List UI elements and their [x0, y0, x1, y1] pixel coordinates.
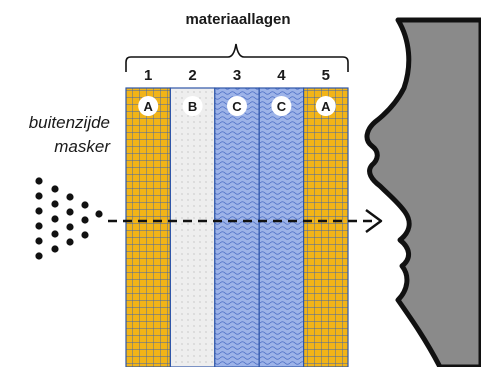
particle-dot [35, 252, 43, 260]
particle-dot [51, 230, 59, 238]
layer-2-material [169, 87, 216, 367]
layer-5-badge [315, 96, 336, 116]
particle-dot [35, 192, 43, 200]
dashed-arrow-icon [108, 209, 383, 233]
layer-4-letter: C [277, 99, 287, 114]
layer-1-material [125, 87, 172, 367]
layer-1-number: 1 [144, 67, 152, 84]
particle-dot [51, 185, 59, 193]
outside-label-line2: masker [54, 137, 111, 156]
layer-5-number: 5 [322, 67, 330, 84]
particle-dot [66, 193, 74, 201]
layer-2-number: 2 [188, 67, 196, 84]
particle-dot [35, 237, 43, 245]
particle-dot [66, 223, 74, 231]
layer-1: 1A [125, 67, 172, 367]
layer-3-letter: C [232, 99, 242, 114]
layer-2-letter: B [188, 99, 197, 114]
particle-dot [51, 215, 59, 223]
particle-dot [66, 208, 74, 216]
layer-4-number: 4 [277, 67, 286, 84]
outside-label-line1: buitenzijde [29, 113, 110, 132]
layer-2: 2B [169, 67, 216, 367]
layer-4: 4C [258, 67, 305, 367]
particle-dot [51, 245, 59, 253]
layer-1-letter: A [144, 99, 154, 114]
face-profile-icon [364, 17, 481, 367]
particle-dot [51, 200, 59, 208]
particle-dot [81, 216, 89, 224]
particle-dot [35, 177, 43, 185]
layer-3-badge [227, 96, 247, 116]
layer-4-badge [271, 96, 292, 116]
layer-2-badge [182, 96, 203, 116]
layers-title: materiaallagen [185, 11, 290, 28]
particle-dot [81, 231, 89, 239]
layer-4-material [258, 87, 305, 367]
layer-3: 3C [214, 67, 260, 367]
layer-5-material [303, 87, 349, 367]
layer-3-number: 3 [233, 67, 241, 84]
particle-cloud-icon [35, 177, 103, 260]
bracket-icon [125, 43, 349, 72]
particle-dot [66, 238, 74, 246]
layer-1-badge [138, 96, 159, 116]
particle-dot [95, 210, 103, 218]
particle-dot [35, 207, 43, 215]
layer-5: 5A [303, 67, 349, 367]
particle-dot [81, 201, 89, 209]
layer-5-letter: A [321, 99, 331, 114]
particle-dot [35, 222, 43, 230]
layer-3-material [214, 87, 260, 367]
